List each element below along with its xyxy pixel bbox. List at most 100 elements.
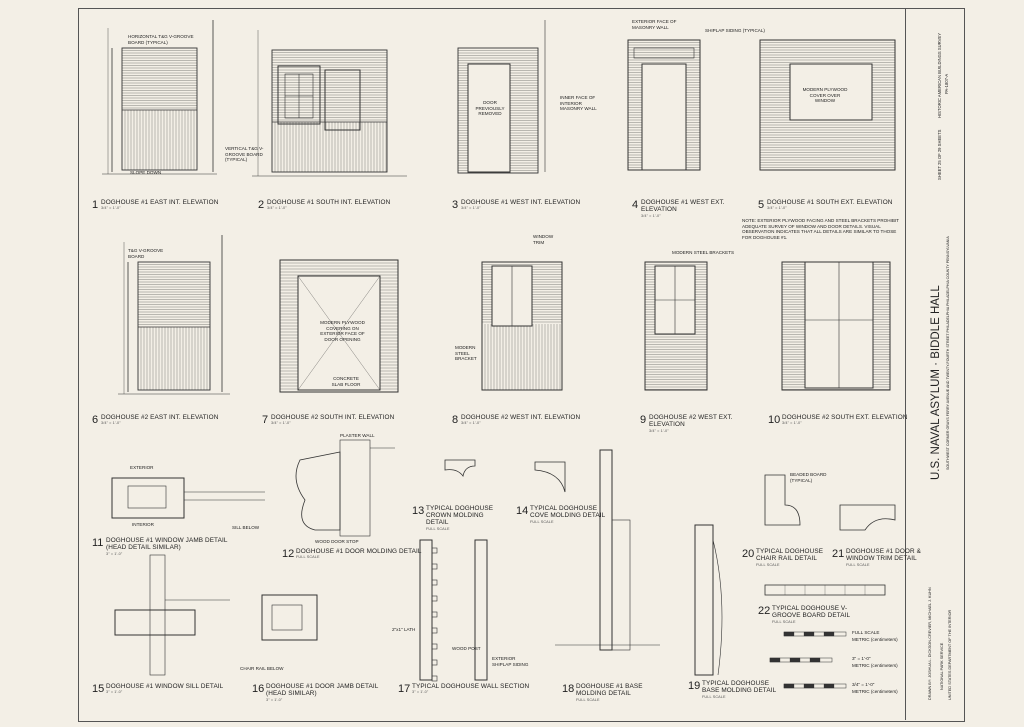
drawing-number: 15 [92, 683, 105, 695]
detail-19 [694, 524, 714, 676]
note-slope-down-1: SLOPE DOWN [130, 170, 162, 175]
sheet-title: U.S. NAVAL ASYLUM · BIDDLE HALL [930, 285, 942, 480]
drawing-number: 19 [688, 680, 701, 692]
survey-name: HISTORIC AMERICAN BUILDINGS SURVEY [937, 32, 942, 118]
note-interior-label: INTERIOR [132, 522, 154, 527]
note-tg-board: T&G V-GROOVE BOARD [128, 248, 164, 259]
note-plaster-wall: PLASTER WALL [340, 433, 375, 438]
drawing-number: 8 [452, 414, 459, 426]
note-exterior: NOTE: EXTERIOR PLYWOOD FACING AND STEEL … [742, 218, 899, 240]
survey-number: PA-1807-A [944, 73, 949, 94]
drawing-number: 18 [562, 683, 575, 695]
note-horizontal-groove: HORIZONTAL T&G V-GROOVE BOARD (TYPICAL) [128, 34, 194, 45]
note-beaded-board: BEADED BOARD (TYPICAL) [790, 472, 827, 483]
scale-bar-segment [803, 683, 815, 689]
drawing-number: 10 [768, 414, 781, 426]
note-modern-brackets: MODERN STEEL BRACKETS [672, 250, 735, 255]
drawing-number: 7 [262, 414, 269, 426]
drawing-number: 16 [252, 683, 265, 695]
detail-16 [261, 594, 318, 641]
note-door-removed: DOOR PREVIOUSLY REMOVED [475, 100, 505, 116]
elevation-1 [121, 47, 198, 171]
detail-13 [444, 459, 476, 477]
note-vertical-groove: VERTICAL T&G V-GROOVE BOARD (TYPICAL) [225, 146, 264, 162]
department: UNITED STATES DEPARTMENT OF THE INTERIOR [948, 609, 952, 700]
agency: NATIONAL PARK SERVICE [940, 642, 944, 690]
scale-metric-1: METRIC (centimeters) [852, 637, 898, 642]
sheet-address: SOUTHWEST CORNER GRAYS FERRY AVENUE AND … [946, 236, 950, 470]
note-lath: 2"x1" LATH [392, 627, 416, 632]
detail-18 [599, 449, 613, 651]
drawing-number: 1 [92, 199, 99, 211]
drawing-title-text: DOGHOUSE #1 DOOR JAMB DETAIL (HEAD SIMIL… [266, 683, 379, 702]
drawing-number: 20 [742, 548, 755, 560]
sheet-number: SHEET 25 OF 29 SHEETS [937, 129, 942, 180]
elevation-2 [271, 49, 388, 173]
scale-bar-segment [769, 657, 781, 663]
drawing-number: 3 [452, 199, 459, 211]
scale-34in: 3/4" = 1'-0" [852, 682, 875, 687]
drawing-number: 11 [92, 537, 104, 549]
note-wood-door-stop: WOOD DOOR STOP [315, 539, 359, 544]
drawing-number: 21 [832, 548, 845, 560]
note-plywood-window: MODERN PLYWOOD COVER OVER WINDOW [802, 87, 848, 103]
scale-metric-3: METRIC (centimeters) [852, 689, 898, 694]
detail-21 [839, 504, 896, 531]
note-shiplap: SHIPLAP SIDING (TYPICAL) [705, 28, 765, 33]
drawing-number: 17 [398, 683, 411, 695]
sheet-border [78, 8, 965, 722]
drawing-number: 13 [412, 505, 425, 517]
scale-3in: 3" = 1'-0" [852, 656, 871, 661]
detail-17 [419, 539, 433, 681]
drawing-number: 9 [640, 414, 647, 426]
note-shiplap-ext: EXTERIOR SHIPLAP SIDING [492, 656, 529, 667]
scale-full: FULL SCALE [852, 630, 880, 635]
note-window-trim: WINDOW TRIM [533, 234, 554, 245]
drawn-by: DRAWN BY: JOSHUA L. DICKSON-CREVIER, MIC… [928, 587, 932, 700]
note-exterior-label: EXTERIOR [130, 465, 154, 470]
drawing-number: 12 [282, 548, 295, 560]
drawing-number: 5 [758, 199, 765, 211]
scale-metric-2: METRIC (centimeters) [852, 663, 898, 668]
note-concrete: CONCRETE SLAB FLOOR [331, 376, 361, 387]
note-plywood-door: MODERN PLYWOOD COVERING ON EXTERIOR FACE… [320, 320, 365, 342]
detail-15 [114, 609, 196, 636]
detail-20 [764, 474, 801, 526]
note-sill-below: SILL BELOW [232, 525, 260, 530]
drawing-number: 2 [258, 199, 265, 211]
detail-12 [295, 451, 341, 531]
detail-14 [534, 461, 566, 493]
note-ext-face: EXTERIOR FACE OF MASONRY WALL [632, 19, 677, 30]
note-chair-rail: CHAIR RAIL BELOW [240, 666, 284, 671]
note-wood-post: WOOD POST [452, 646, 481, 651]
drawing-title-text: DOGHOUSE #1 WINDOW JAMB DETAIL (HEAD DET… [106, 537, 228, 556]
drawing-number: 6 [92, 414, 99, 426]
title-block-divider [905, 8, 906, 720]
drawing-number: 22 [758, 605, 771, 617]
drawing-number: 4 [632, 199, 639, 211]
scale-bar-segment [789, 657, 801, 663]
note-inner-face: INNER FACE OF INTERIOR MASONRY WALL [560, 95, 597, 111]
scale-bar-segment [823, 683, 835, 689]
scale-bar-segment [803, 631, 815, 637]
scale-bar-segment [823, 631, 835, 637]
